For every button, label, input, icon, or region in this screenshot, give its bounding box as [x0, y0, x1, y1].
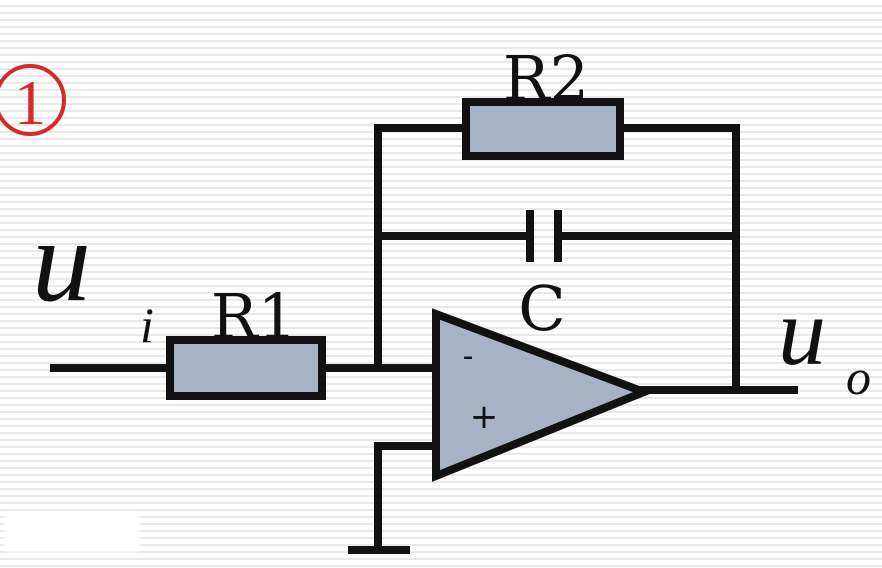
op-amp — [432, 308, 656, 482]
label-r2: R2 — [503, 42, 589, 115]
inverting-sign: - — [463, 339, 474, 374]
label-input-subscript: i — [140, 297, 154, 353]
wires — [50, 124, 798, 554]
label-c: C — [518, 272, 565, 345]
capacitor-c — [526, 210, 562, 262]
noninverting-sign: + — [470, 397, 499, 437]
label-output-subscript: o — [846, 349, 871, 405]
index-marker-circle — [0, 64, 66, 136]
index-marker-number: 1 — [14, 67, 46, 138]
label-r1: R1 — [211, 280, 297, 353]
resistor-r2 — [462, 98, 624, 160]
blurred-watermark-area — [4, 512, 140, 552]
index-marker: 1 — [0, 64, 66, 138]
resistor-r1 — [166, 336, 326, 400]
label-input-voltage: u — [32, 195, 91, 326]
label-output-voltage: u — [778, 278, 826, 385]
